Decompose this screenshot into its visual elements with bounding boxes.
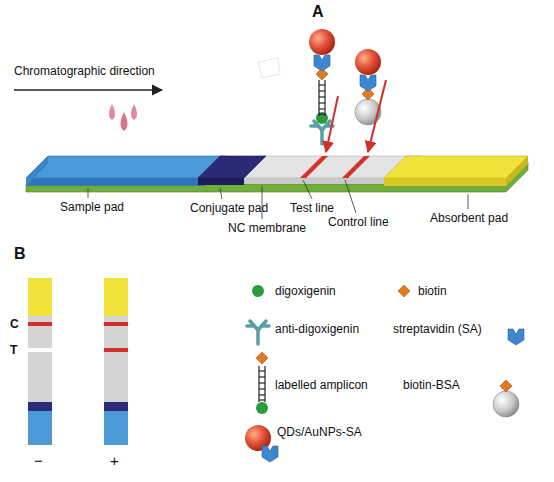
result-sign: − (34, 452, 43, 470)
figure-part (104, 278, 128, 316)
figure-part (355, 49, 381, 75)
part-label: NC membrane (228, 221, 306, 236)
figure-part (384, 178, 506, 186)
panel-letter: A (312, 2, 324, 21)
figure-part (26, 156, 48, 186)
figure-part (368, 80, 386, 152)
figure-part (28, 316, 52, 402)
figure-part (259, 366, 265, 402)
figure-part (131, 104, 137, 120)
figure-part (104, 411, 128, 445)
figure-part (88, 188, 89, 198)
figure-part (28, 411, 52, 445)
direction-label: Chromatographic direction (14, 64, 155, 79)
figure-part (238, 178, 398, 184)
part-label: Sample pad (60, 200, 124, 215)
figure-part (258, 58, 280, 78)
figure-part (198, 178, 244, 185)
legend-text: digoxigenin (275, 284, 336, 298)
figure-part (220, 188, 222, 199)
figure-part (256, 402, 268, 414)
legend-text: biotin-BSA (403, 378, 460, 392)
figure-part (508, 329, 524, 345)
result-sign: + (110, 452, 119, 470)
legend-entry: biotin-BSA (403, 378, 460, 392)
figure-part (319, 80, 325, 116)
figure-part (104, 278, 128, 445)
legend-entry: QDs/AuNPs-SA (277, 425, 362, 439)
figure-part (256, 352, 268, 364)
figure-part (345, 180, 356, 213)
figure-part (309, 29, 335, 55)
part-label: Control line (328, 215, 389, 230)
figure-part (109, 104, 115, 120)
legend-text: labelled amplicon (275, 378, 368, 392)
figure-part (121, 112, 128, 131)
line-label: C (10, 317, 19, 332)
part-label: Absorbent pad (430, 211, 508, 226)
figure-part (493, 391, 519, 417)
figure-part (104, 322, 128, 326)
figure-part (28, 278, 52, 316)
figure-part (28, 278, 52, 445)
figure-part (384, 156, 528, 178)
figure-part (303, 180, 312, 199)
part-label: Conjugate pad (190, 201, 268, 216)
figure-part (398, 285, 410, 297)
figure-part (198, 156, 266, 178)
figure-part (468, 194, 469, 209)
figure-part (14, 89, 162, 91)
figure-part (326, 96, 338, 152)
figure-part (247, 321, 269, 344)
figure-part (28, 348, 52, 352)
legend-text: biotin (418, 284, 447, 298)
part-label: Test line (290, 201, 334, 216)
figure-part (104, 348, 128, 352)
figure-part (28, 402, 52, 411)
figure-part (252, 285, 264, 297)
figure-part (26, 156, 227, 178)
legend-text: streptavidin (SA) (393, 322, 482, 336)
legend-entry: biotin (418, 284, 447, 298)
legend-entry: anti-digoxigenin (275, 322, 359, 336)
legend-text: anti-digoxigenin (275, 322, 359, 336)
figure-part (506, 156, 528, 186)
legend-entry: digoxigenin (275, 284, 336, 298)
legend-text: QDs/AuNPs-SA (277, 425, 362, 439)
figure-part (360, 75, 376, 91)
line-label: T (10, 343, 17, 358)
figure-part (26, 178, 205, 186)
figure-part (300, 156, 328, 178)
figure-part (262, 446, 278, 462)
figure-part (342, 156, 370, 178)
legend-entry: streptavidin (SA) (393, 322, 482, 336)
figure-part (314, 55, 330, 71)
figure-part (88, 180, 468, 219)
legend-entry: labelled amplicon (275, 378, 368, 392)
figure-part (104, 402, 128, 411)
panel-letter: B (14, 244, 26, 263)
figure-part (28, 322, 52, 326)
figure-part (104, 316, 128, 402)
figure-part (500, 380, 512, 392)
